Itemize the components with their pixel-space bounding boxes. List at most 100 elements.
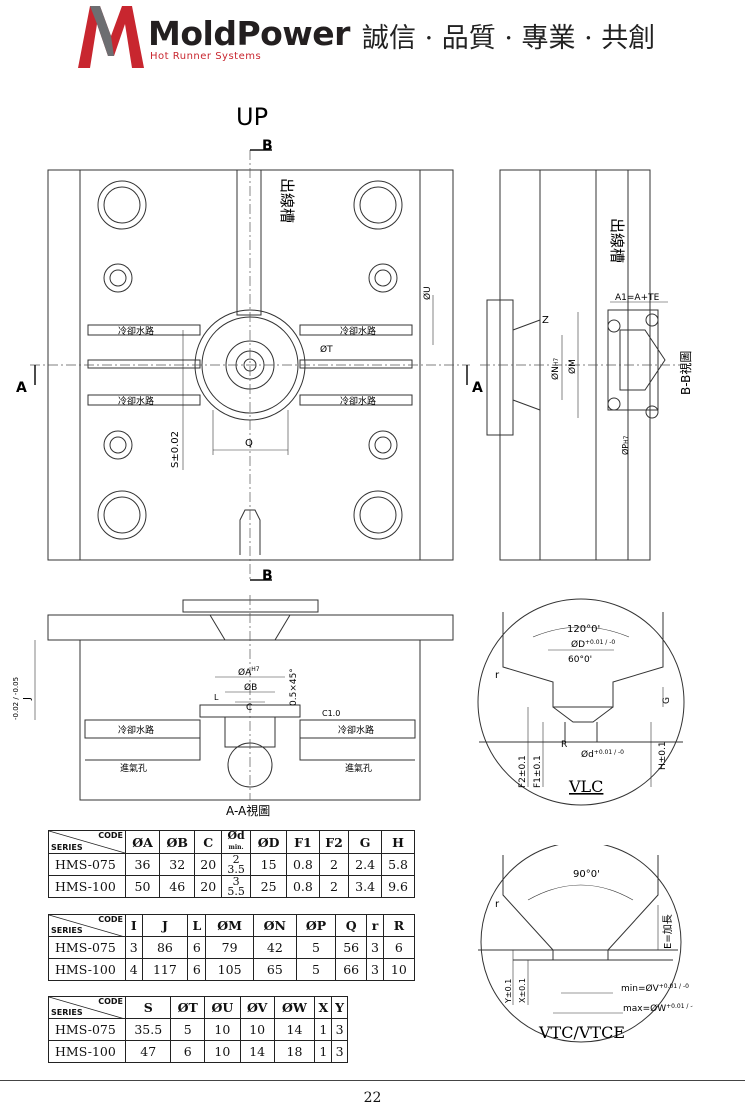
spec-table-3: CODE SERIES S ØT ØU ØV ØW X Y HMS-075 35… — [48, 996, 348, 1063]
vtc-e: E=加長 — [662, 914, 674, 949]
vlc-g: G — [662, 697, 672, 704]
air-inlet-label-1: 進氣孔 — [120, 762, 147, 774]
col-header: ØP — [295, 914, 337, 937]
col-header: F1 — [285, 830, 320, 854]
col-header: ØA — [124, 830, 161, 854]
vlc-d: ØD+0.01 / -0 — [571, 639, 615, 650]
dim-p: ØPH7 — [620, 435, 630, 455]
col-header: r — [366, 914, 384, 937]
col-header: X — [314, 996, 333, 1019]
footer-divider — [0, 1080, 745, 1081]
series-code-header: CODE SERIES — [48, 914, 126, 937]
section-a-left-label: A — [16, 380, 27, 396]
col-header: Q — [335, 914, 368, 937]
dim-j-tol: -0.02 / -0.05 — [12, 677, 20, 720]
air-inlet-label-2: 進氣孔 — [345, 762, 372, 774]
vlc-label: VLC — [568, 777, 603, 796]
cooling-label-4: 冷卻水路 — [340, 395, 376, 407]
vlc-rr: R — [561, 740, 567, 750]
series-code-header: CODE SERIES — [48, 830, 126, 854]
dim-t: ØT — [320, 344, 333, 355]
vlc-dd: Ød+0.01 / -0 — [581, 749, 624, 760]
page-number: 22 — [363, 1090, 382, 1106]
dim-chamfer: 0.5×45° — [289, 668, 299, 706]
vtc-label: VTC/VTCE — [538, 1023, 625, 1042]
col-header: ØD — [250, 830, 287, 854]
vtc-x: X±0.1 — [518, 978, 527, 1003]
dim-s: S±0.02 — [170, 431, 181, 468]
col-header: I — [125, 914, 143, 937]
cooling-label-3: 冷卻水路 — [118, 395, 154, 407]
col-header: Y — [331, 996, 348, 1019]
col-header: ØV — [239, 996, 275, 1019]
dim-a: ØAH7 — [238, 666, 260, 678]
section-b-bottom-label: B — [262, 568, 273, 584]
vtc-detail-drawing: 90°0' r E=加長 Y±0.1 X±0.1 min=ØV+0.01 / -… — [478, 845, 693, 1043]
col-header: L — [187, 914, 207, 937]
dim-a1: A1=A+TE — [615, 293, 660, 303]
dim-q: Q — [245, 438, 253, 449]
col-header: ØU — [203, 996, 241, 1019]
col-header: H — [381, 830, 415, 854]
cooling-label-1: 冷卻水路 — [118, 325, 154, 337]
brand-tagline: Hot Runner Systems — [150, 51, 262, 62]
table-row: HMS-100 4 117 6 105 65 5 66 3 10 — [48, 958, 416, 981]
col-header: ØT — [170, 996, 205, 1019]
dim-b: ØB — [244, 682, 257, 693]
vlc-h: H±0.1 — [658, 741, 668, 770]
company-slogan: 誠信 · 品質 · 專業 · 共創 — [362, 23, 656, 54]
vlc-detail-drawing: 120°0' ØD+0.01 / -0 60°0' r R G F2±0.1 F… — [477, 598, 685, 806]
table-header-row: CODE SERIES S ØT ØU ØV ØW X Y — [48, 996, 348, 1019]
vtc-min: min=ØV+0.01 / -0 — [621, 983, 689, 994]
aa-view-label: A-A視圖 — [226, 803, 270, 818]
bb-view-label: B-B視圖 — [678, 351, 693, 395]
aa-section-drawing: J -0.02 / -0.05 ØAH7 ØB C L 0.5×45° C1.0… — [12, 595, 454, 818]
col-header: J — [141, 914, 189, 937]
col-header: ØW — [273, 996, 316, 1019]
brand-name: MoldPower — [148, 14, 350, 53]
section-b-top-label: B — [262, 138, 273, 154]
table-row: HMS-075 35.5 5 10 10 14 1 3 — [48, 1018, 348, 1041]
col-header: R — [382, 914, 416, 937]
col-header: ØM — [205, 914, 254, 937]
col-header: S — [124, 996, 172, 1019]
top-view-drawing: UP B B A A 出線槽 出線槽 冷卻水路 冷卻水路 冷卻水路 冷卻水路 Ø… — [16, 103, 693, 584]
dim-z: Z — [542, 315, 549, 326]
vtc-r: r — [495, 899, 500, 910]
cooling-label-aa-1: 冷卻水路 — [118, 724, 154, 736]
vlc-r: r — [495, 670, 500, 681]
col-header: ØN — [252, 914, 297, 937]
wire-slot-side-label: 出線槽 — [608, 218, 626, 263]
series-code-header: CODE SERIES — [48, 996, 126, 1019]
dim-m: ØM — [567, 359, 578, 374]
spec-table-2: CODE SERIES I J L ØM ØN ØP Q r R HMS-075… — [48, 914, 416, 981]
cooling-label-aa-2: 冷卻水路 — [338, 724, 374, 736]
vlc-angle2: 60°0' — [568, 655, 592, 665]
dim-c10: C1.0 — [322, 709, 340, 718]
cooling-label-2: 冷卻水路 — [340, 325, 376, 337]
vlc-angle: 120°0' — [567, 624, 600, 635]
col-header: F2 — [318, 830, 350, 854]
dim-u: ØU — [422, 286, 433, 300]
dim-c: C — [246, 703, 252, 713]
dim-l: L — [214, 693, 219, 702]
vlc-f2: F2±0.1 — [518, 755, 528, 788]
table-row: HMS-075 3 86 6 79 42 5 56 3 6 — [48, 936, 416, 959]
section-a-right-label: A — [472, 380, 483, 396]
col-header: C — [194, 830, 223, 854]
view-up-label: UP — [236, 103, 268, 131]
vlc-f1: F1±0.1 — [533, 755, 543, 788]
col-header: ØB — [159, 830, 196, 854]
dim-j: J — [22, 697, 33, 701]
vtc-angle: 90°0' — [573, 869, 600, 880]
vtc-max: max=ØW+0.01 / -0 — [623, 1003, 693, 1014]
moldpower-logo-icon — [78, 6, 144, 68]
table-header-row: CODE SERIES I J L ØM ØN ØP Q r R — [48, 914, 416, 937]
wire-slot-label: 出線槽 — [278, 178, 296, 223]
vtc-y: Y±0.1 — [504, 979, 513, 1004]
